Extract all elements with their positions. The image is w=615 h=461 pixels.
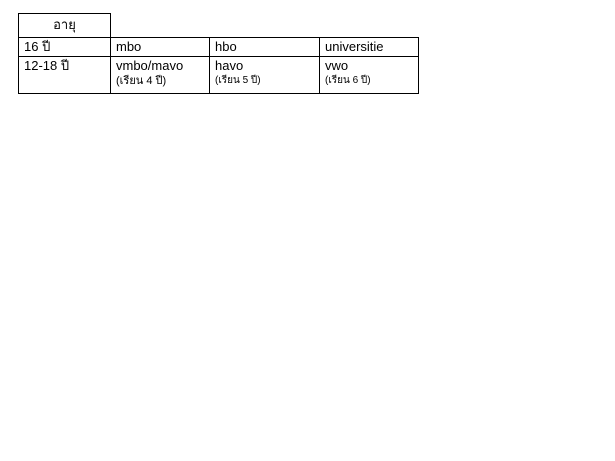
- table-cell: vwo (เรียน 6 ปี): [319, 56, 419, 94]
- cell-note: (เรียน 5 ปี): [215, 75, 261, 86]
- table-row: 16 ปี mbo hbo universitie: [18, 37, 419, 57]
- cell-text: vwo: [325, 58, 349, 73]
- table-cell: mbo: [110, 37, 210, 57]
- cell-note: (เรียน 6 ปี): [325, 75, 371, 86]
- table-cell: vmbo/mavo (เรียน 4 ปี): [110, 56, 210, 94]
- table-row: 12-18 ปี vmbo/mavo (เรียน 4 ปี) havo (เร…: [18, 56, 419, 94]
- table-cell: havo (เรียน 5 ปี): [209, 56, 320, 94]
- table-header-row: อายุ: [18, 13, 419, 38]
- age-cell: 12-18 ปี: [18, 56, 111, 94]
- age-header-cell: อายุ: [18, 13, 111, 38]
- cell-text: havo: [215, 58, 244, 73]
- education-table: อายุ 16 ปี mbo hbo universitie 12-18 ปี …: [18, 13, 419, 94]
- age-cell: 16 ปี: [18, 37, 111, 57]
- table-cell: hbo: [209, 37, 320, 57]
- table-cell: universitie: [319, 37, 419, 57]
- cell-note: (เรียน 4 ปี): [116, 75, 167, 87]
- cell-text: vmbo/mavo: [116, 58, 184, 73]
